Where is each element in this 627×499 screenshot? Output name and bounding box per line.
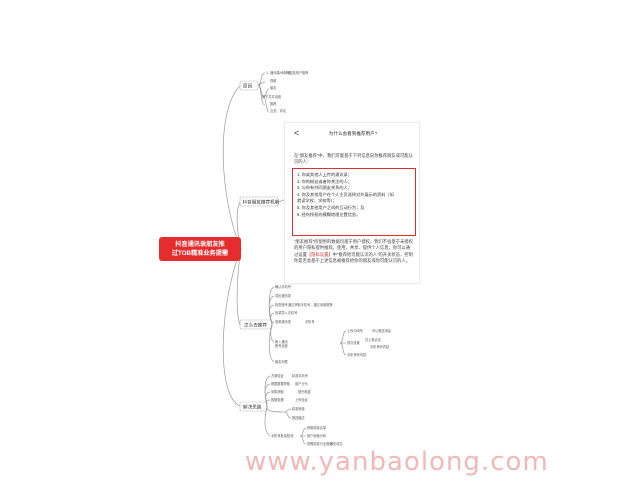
highlighted-reason-list: 1. 你或其他人上传的通讯录； 2. 你的粉丝或者你关注的人； 3. 与你有共同…: [292, 168, 416, 236]
reason-item: 2. 你的粉丝或者你关注的人；: [297, 178, 352, 184]
branch-label-2: 抖音朋友推荐机制: [243, 199, 280, 206]
leaf: 手机号: [305, 319, 315, 324]
back-arrow-icon[interactable]: <: [294, 128, 300, 138]
leaf: 首次设置: [347, 340, 360, 345]
branch-label-4: 解决思路: [243, 404, 262, 411]
leaf: 精准手机号: [292, 373, 308, 378]
leaf: 刷入通讯: [275, 339, 289, 344]
root-node[interactable]: 抖音通讯录朋友推 过TOB精准业务提需: [159, 237, 241, 261]
branch-connector: [222, 85, 242, 250]
leaf: 检查账号: [275, 302, 288, 307]
leaf: 通过获取手机号，通过设置推荐: [288, 302, 333, 307]
leaf: 朋友列表: [275, 359, 289, 364]
leaf: 手机号码内容: [347, 352, 367, 357]
branch-connector: [222, 248, 242, 407]
branch-label-3: 怎么去推荐: [244, 322, 267, 329]
leaf: 朋友: [270, 85, 277, 90]
leaf: 上传中间号: [347, 328, 363, 333]
branch-3-leaves: 确认手机号 导出通讯录 检查账号 通过获取手机号，通过设置推荐 批量导入手机号 …: [268, 284, 391, 364]
recommendation-explanation-card: < 为什么会看到推荐用户? 在“朋友推荐”中，我们可能基于下列信息向你推荐朋友或…: [284, 122, 420, 284]
card-footnote: “朋友推荐”所使用的数据均基于用户授权，我们不会基于未授权的用户隐私提供推荐。使…: [294, 239, 414, 265]
reason-item: 6. 经你授权的模糊地理位置信息。: [297, 211, 361, 217]
footnote-text: “朋友推荐”所使用的数据均基于用户授权，我们不会基于未授权的用户隐私提供推荐。使…: [294, 239, 413, 257]
leaf: 数据处理: [271, 397, 285, 402]
branch-node-1[interactable]: [239, 80, 259, 91]
reason-item: 4. 你及其他用户在个人主页选择对外展示的资料（如: [297, 191, 394, 197]
leaf: 1. 通讯录/手机号: [266, 70, 290, 75]
branch-label-1: 原因: [243, 84, 253, 90]
leaf: 转化成交: [330, 441, 344, 446]
leaf: 用户画像分析: [307, 433, 327, 438]
leaf: 获取精准名单: [307, 425, 327, 430]
footnote-text-end: 中“推荐给可能认识的人”的开关状态，控制你是否会基于上述信息被推荐给你的朋友或你…: [294, 251, 413, 264]
leaf: 采集获取: [271, 389, 285, 394]
leaf: 并上报点击: [365, 337, 381, 342]
leaf: 基于共享设置: [262, 94, 281, 99]
leaf: 确认手机号: [275, 284, 291, 289]
leaf: 上传验证: [295, 397, 309, 402]
watermark: www.yanbaolong.com: [245, 447, 549, 477]
branch-4-leaves: 方案验证 精准手机号 根据数据获取 用户行为 采集获取 提升覆盖 数据处理 上传…: [264, 373, 344, 446]
privacy-settings-link[interactable]: 【隐私设置】: [306, 251, 333, 257]
leaf: 手机号批量检测: [271, 433, 293, 438]
reason-item: 3. 与你有共同朋友关系的人；: [297, 185, 352, 191]
reason-item: 1. 你或其他人上传的通讯录；: [297, 172, 352, 177]
leaf: 方案验证: [271, 373, 285, 378]
leaf: 互关、评论: [270, 108, 287, 113]
leaf: 推送触达: [292, 415, 306, 420]
root-title-line2: 过TOB精准业务提需: [171, 250, 229, 257]
leaf: 精准筛选: [292, 406, 306, 411]
reason-item: 就读学校、学校等）；: [297, 198, 337, 204]
leaf: 查看通讯录: [275, 319, 292, 324]
leaf: 视频: [270, 78, 277, 83]
leaf: 根据数据获取: [271, 381, 291, 386]
leaf: 按照精准行业推送: [307, 441, 333, 446]
leaf: 手机号码内容: [370, 344, 390, 349]
root-title-line1: 抖音通讯录朋友推: [175, 241, 225, 248]
branch-1-leaves: 1. 通讯录/手机号 可能是用户推荐 视频 朋友 基于共享设置 推荐 互关、评论: [262, 70, 309, 113]
leaf: 账号运营: [275, 343, 288, 348]
branch-node-2[interactable]: [239, 196, 279, 207]
card-title: 为什么会看到推荐用户?: [328, 131, 378, 136]
leaf: 推荐: [270, 101, 277, 106]
leaf: 可能是用户推荐: [286, 70, 309, 75]
leaf: 批量导入手机号: [275, 310, 297, 315]
leaf: 可以推送消息: [372, 328, 391, 333]
leaf: 导出通讯录: [275, 293, 292, 298]
card-intro: 在“朋友推荐”中，我们可能基于下列信息向你推荐朋友或可能认识的人：: [294, 153, 413, 165]
leaf: 用户行为: [295, 381, 308, 386]
reason-item: 5. 你及其他用户之间的互动行为；及: [297, 204, 365, 210]
leaf: 提升覆盖: [298, 389, 312, 394]
